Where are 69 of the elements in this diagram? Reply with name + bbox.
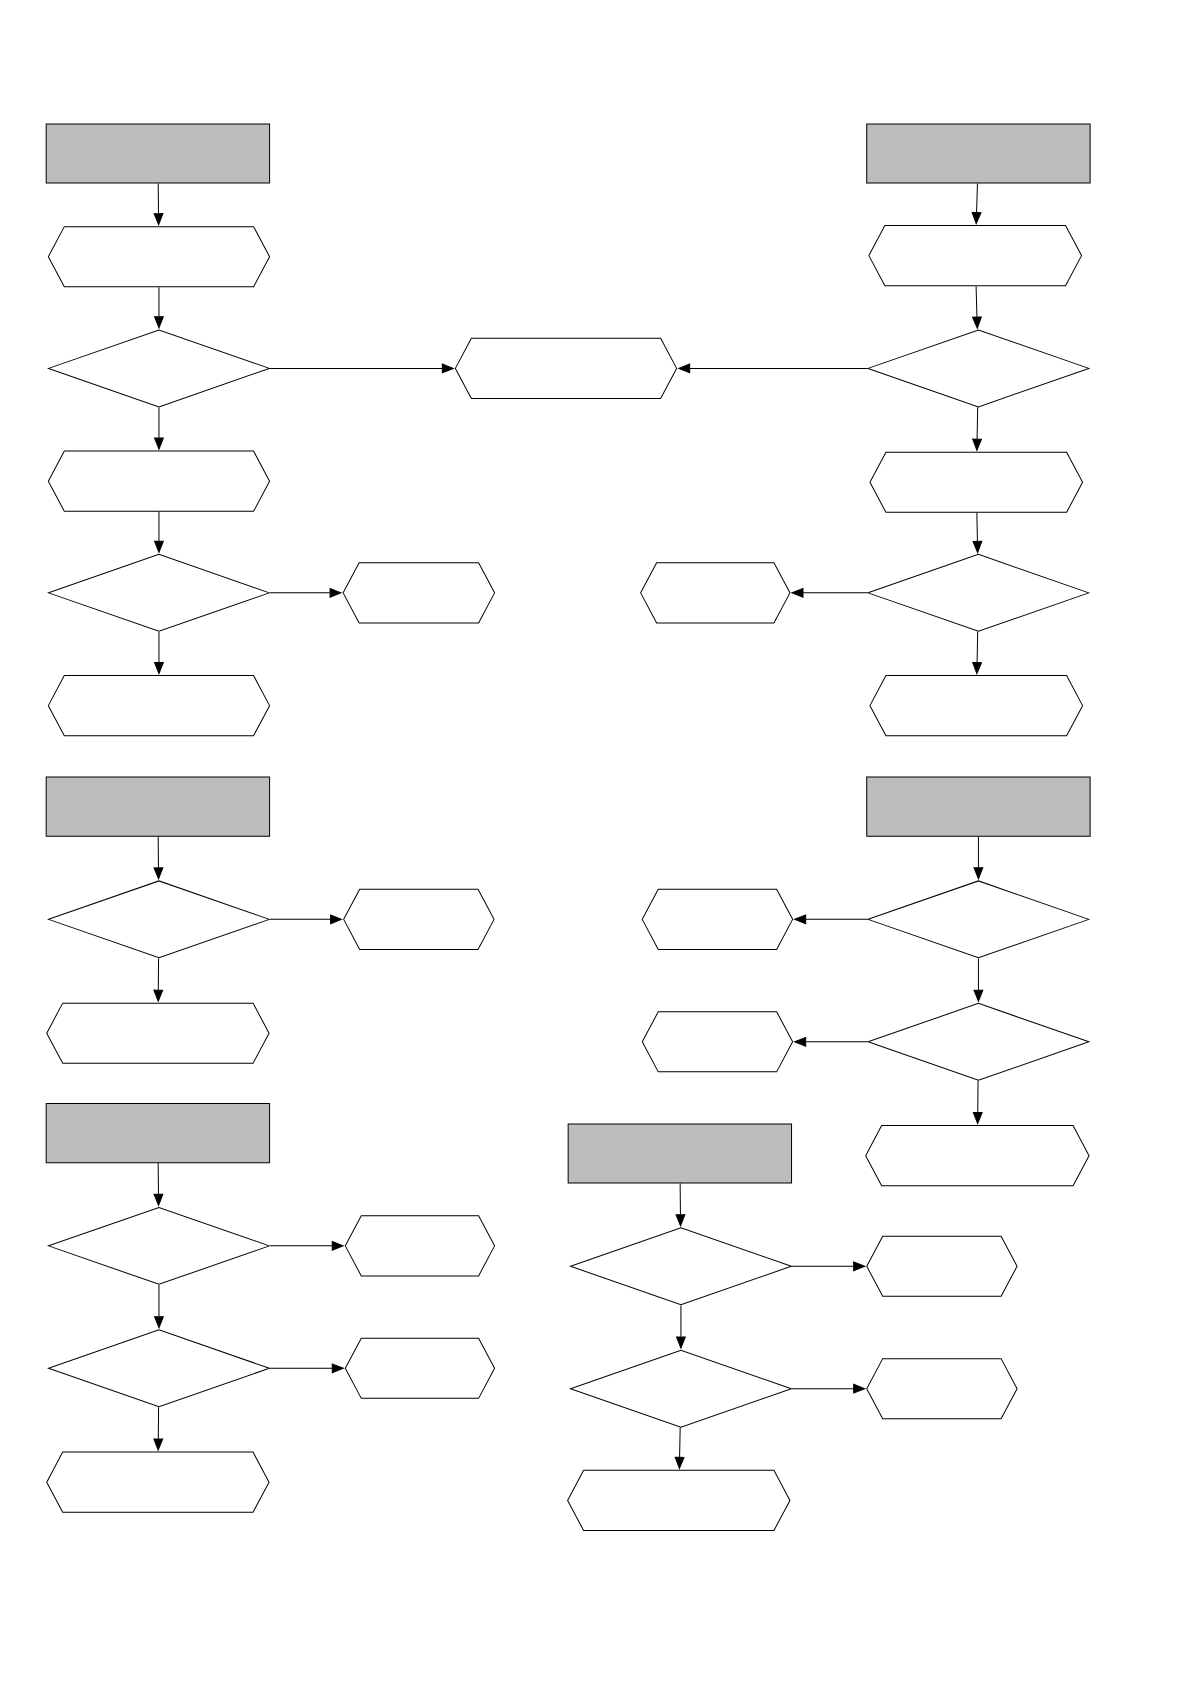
header-box	[45, 776, 271, 837]
arrow	[269, 587, 342, 598]
decision-diamond	[867, 329, 1090, 408]
arrow	[154, 631, 164, 675]
arrow	[153, 836, 164, 880]
decision-diamond	[867, 553, 1090, 632]
arrow	[972, 512, 983, 554]
hexagon-box	[344, 1337, 496, 1399]
hexagon-box	[866, 1235, 1018, 1297]
arrow	[972, 1080, 983, 1125]
hexagon-box	[865, 1125, 1090, 1187]
arrow	[153, 183, 164, 226]
arrow	[269, 363, 454, 374]
decision-diamond	[48, 329, 270, 408]
arrow	[972, 285, 982, 329]
header-box	[866, 123, 1091, 184]
hexagon-box	[866, 1358, 1018, 1420]
arrow	[153, 1162, 164, 1206]
hexagon-box	[343, 888, 495, 950]
arrow	[154, 407, 164, 450]
header-box	[45, 123, 271, 184]
hexagon-box	[640, 562, 791, 624]
arrow	[676, 1304, 686, 1349]
hexagon-box	[869, 675, 1084, 737]
hexagon-box	[868, 225, 1083, 287]
decision-diamond	[867, 1002, 1090, 1081]
arrow	[153, 1406, 164, 1451]
arrow	[972, 631, 982, 675]
decision-diamond	[48, 880, 270, 959]
decision-diamond	[570, 1227, 792, 1306]
arrow	[971, 183, 982, 225]
arrow	[794, 914, 868, 925]
hexagon-box	[47, 675, 271, 737]
decision-diamond	[48, 553, 270, 632]
decision-diamond	[48, 1206, 270, 1285]
hexagon-box	[342, 562, 496, 624]
arrow	[154, 1284, 164, 1329]
header-box	[45, 1103, 271, 1164]
arrow	[269, 1240, 344, 1251]
arrow	[972, 406, 982, 451]
arrow	[973, 958, 984, 1002]
arrow	[791, 587, 868, 598]
decision-diamond	[867, 880, 1090, 959]
header-box	[567, 1123, 793, 1184]
decision-diamond	[48, 1329, 270, 1408]
arrow	[794, 1036, 868, 1047]
arrow	[675, 1183, 686, 1227]
hexagon-box	[46, 1002, 270, 1064]
arrow	[674, 1427, 685, 1469]
hexagon-box	[869, 451, 1084, 513]
arrow	[973, 836, 984, 880]
arrow	[791, 1261, 866, 1272]
hexagon-box	[344, 1215, 496, 1277]
arrow	[154, 286, 164, 329]
arrow	[791, 1383, 866, 1394]
hexagon-box	[46, 1451, 270, 1513]
hexagon-box	[567, 1469, 791, 1531]
header-box	[866, 776, 1091, 837]
hexagon-box	[641, 888, 794, 950]
arrow	[153, 957, 164, 1002]
arrow	[154, 511, 164, 553]
hexagon-box	[47, 450, 271, 512]
arrow	[269, 1363, 344, 1374]
arrow	[678, 363, 868, 374]
decision-diamond	[570, 1349, 792, 1428]
hexagon-box	[641, 1011, 794, 1073]
hexagon-box	[47, 226, 271, 288]
arrow	[269, 914, 343, 925]
hexagon-box	[454, 337, 678, 399]
